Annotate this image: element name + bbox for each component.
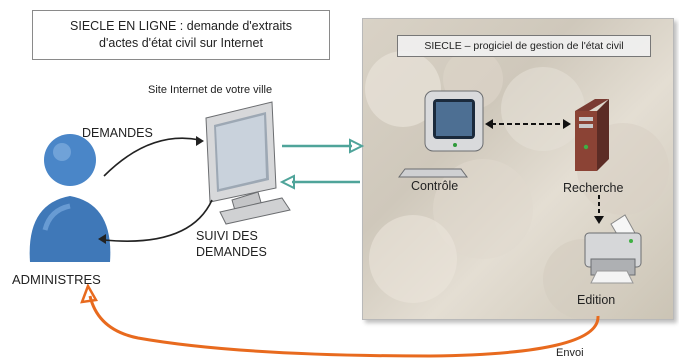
title-box: SIECLE EN LIGNE : demande d'extraits d'a… [32,10,330,60]
label-controle: Contrôle [411,179,459,193]
label-administres: ADMINISTRES [12,272,101,287]
title-line-2: d'actes d'état civil sur Internet [99,36,263,50]
label-suivi-line-2: DEMANDES [196,245,267,259]
computer-icon [398,90,484,178]
label-envoi: Envoi [556,347,584,359]
dashed-arrows [485,119,604,224]
orange-arrow [80,283,600,358]
user-icon [29,134,111,262]
printer-icon [584,214,642,284]
label-recherche: Recherche [563,181,624,195]
server-icon [575,99,609,171]
panel-title: SIECLE – progiciel de gestion de l'état … [397,35,651,57]
teal-arrows [279,138,365,190]
siecle-panel: SIECLE – progiciel de gestion de l'état … [362,18,674,320]
label-demandes: DEMANDES [82,126,153,140]
label-suivi: SUIVI DES DEMANDES [196,228,267,260]
label-site: Site Internet de votre ville [148,84,273,96]
title-line-1: SIECLE EN LIGNE : demande d'extraits [70,19,292,33]
label-edition: Edition [577,293,616,307]
black-arrows [98,136,213,244]
monitor-icon [205,101,291,225]
label-suivi-line-1: SUIVI DES [196,229,258,243]
